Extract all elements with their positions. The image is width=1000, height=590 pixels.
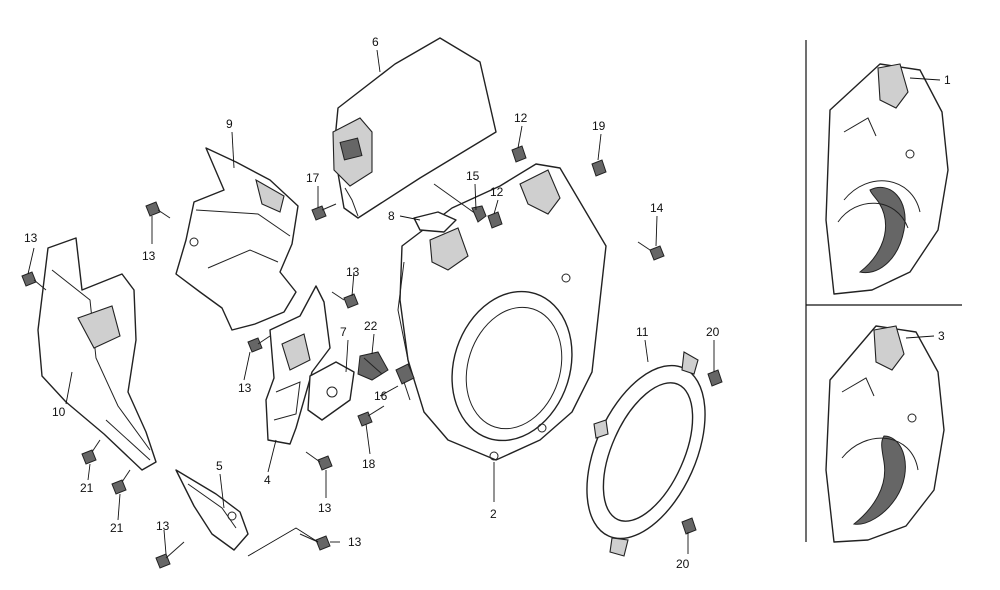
callout-13c: 13: [346, 265, 360, 279]
leader-lines: [27, 49, 941, 557]
part-22-grommet: [357, 351, 389, 381]
callout-12b: 12: [490, 185, 504, 199]
callout-22: 22: [364, 319, 378, 333]
bolt-13-d: [247, 335, 271, 353]
part-8-clip: [413, 211, 457, 233]
callout-21a: 21: [80, 481, 94, 495]
bolt-18: [357, 405, 385, 427]
callout-14: 14: [650, 201, 664, 215]
variant-panel-frame: [805, 40, 962, 542]
bolt-13-e: [305, 451, 333, 471]
callout-6: 6: [372, 35, 379, 49]
part-9-shroud-plate: [175, 147, 299, 331]
bolt-16: [395, 363, 415, 401]
callout-3: 3: [938, 329, 945, 343]
bolt-21-b: [111, 469, 131, 495]
callout-13g: 13: [348, 535, 362, 549]
callout-9: 9: [226, 117, 233, 131]
bolt-13-b: [145, 201, 171, 219]
bolt-17: [311, 203, 337, 221]
bolt-13-g: [299, 533, 331, 551]
callout-16: 16: [374, 389, 388, 403]
nut-12-a: [511, 145, 527, 163]
part-11-guard-ring: [586, 351, 706, 557]
callout-13e: 13: [318, 501, 332, 515]
callout-2: 2: [490, 507, 497, 521]
callout-8: 8: [388, 209, 395, 223]
part-10-side-plate: [37, 237, 157, 471]
callout-20b: 20: [676, 557, 690, 571]
part-15-bolt: [433, 183, 487, 223]
callout-11: 11: [636, 325, 649, 339]
callout-4: 4: [264, 473, 271, 487]
part-7-gasket-plate: [307, 361, 355, 421]
callout-1: 1: [944, 73, 951, 87]
callout-7: 7: [340, 325, 347, 339]
variant-housing-1: [825, 63, 949, 295]
callout-19: 19: [592, 119, 606, 133]
bolt-13-c: [331, 291, 359, 309]
nut-20-b: [681, 517, 697, 535]
callout-13d: 13: [238, 381, 252, 395]
callout-17: 17: [306, 171, 320, 185]
callout-5: 5: [216, 459, 223, 473]
bolt-13-f: [155, 541, 185, 569]
nut-12-b: [487, 211, 503, 229]
callout-13a: 13: [24, 231, 38, 245]
part-6-top-cover: [332, 37, 497, 219]
part-2-fan-housing: [397, 163, 607, 461]
nut-19: [591, 159, 607, 177]
callout-13f: 13: [156, 519, 170, 533]
bolt-14: [637, 241, 665, 261]
callout-labels: 6 9 17 12 19 15 12 8 14 13 13 13 7 22 16…: [24, 35, 951, 571]
variant-housing-3: [825, 325, 945, 543]
callout-10: 10: [52, 405, 66, 419]
bolt-21-a: [81, 439, 101, 465]
fasteners: [21, 145, 723, 569]
callout-12a: 12: [514, 111, 528, 125]
bolt-13-a: [21, 271, 47, 291]
callout-18: 18: [362, 457, 376, 471]
part-5-lower-bracket: [175, 469, 249, 551]
callout-13b: 13: [142, 249, 156, 263]
callout-15: 15: [466, 169, 480, 183]
nut-20-a: [707, 369, 723, 387]
callout-21b: 21: [110, 521, 124, 535]
part-4-bracket: [265, 285, 331, 445]
callout-20a: 20: [706, 325, 720, 339]
